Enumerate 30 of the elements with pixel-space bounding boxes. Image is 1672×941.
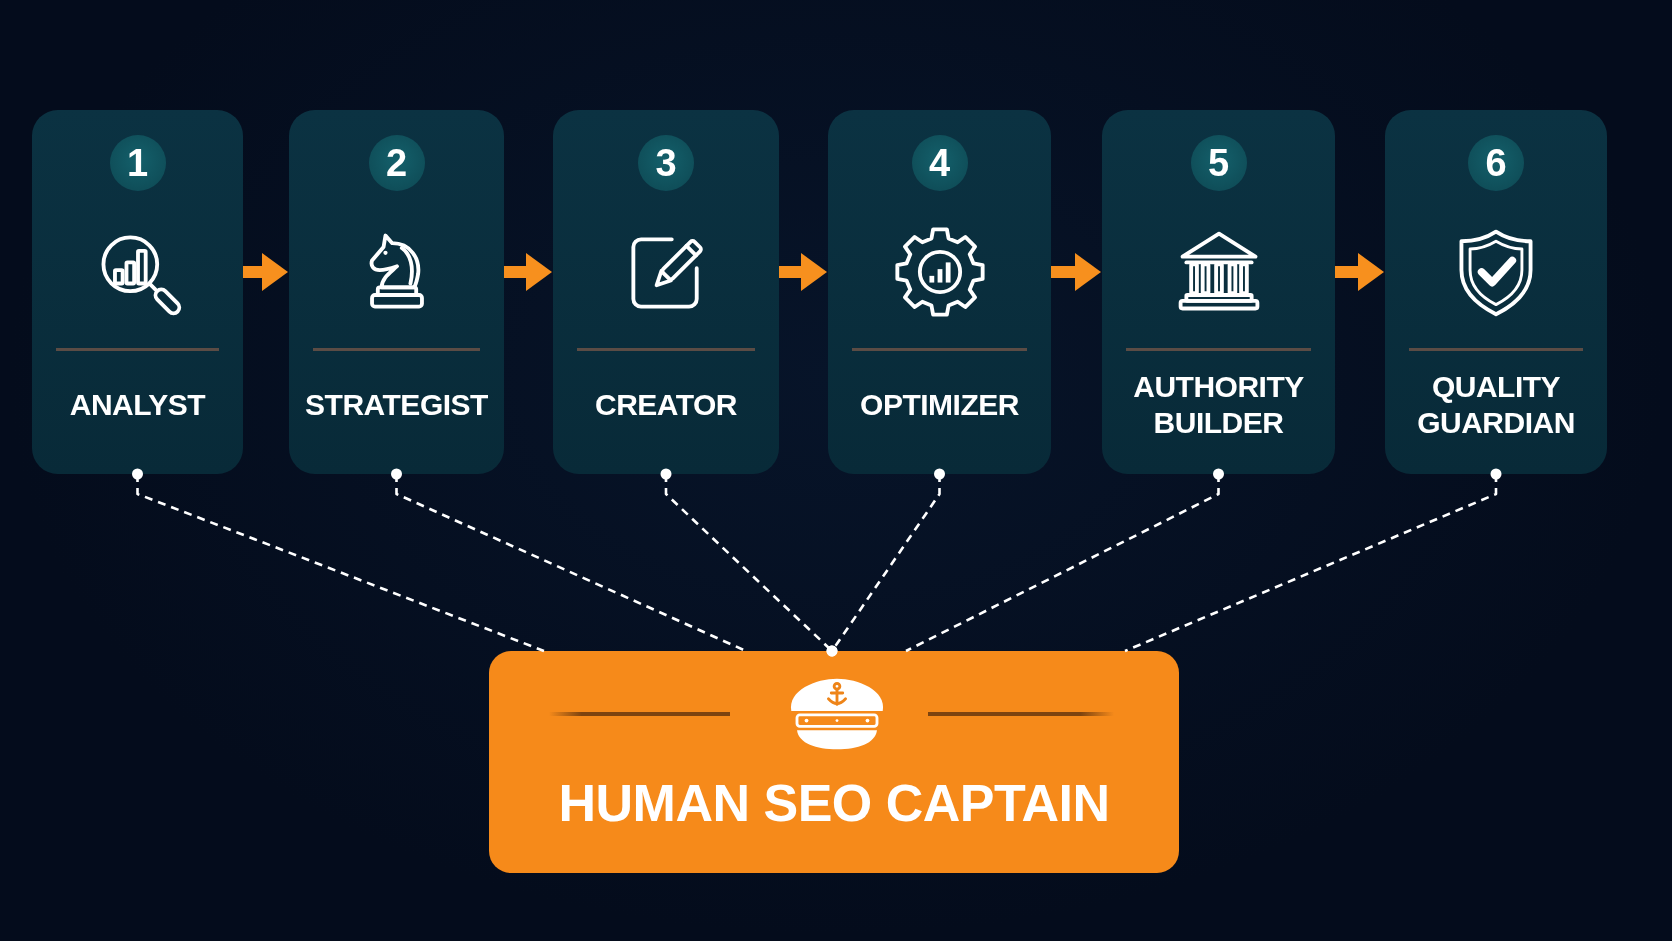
dashed-connector	[905, 468, 1224, 653]
dashed-connector	[1124, 468, 1502, 653]
step-number-badge: 4	[911, 135, 968, 191]
role-card	[1102, 110, 1335, 474]
arrow	[504, 253, 552, 291]
role-card	[1385, 110, 1607, 474]
role-title: OPTIMIZER	[860, 387, 1019, 423]
captain-box	[489, 651, 1179, 873]
role-title: AUTHORITY BUILDER	[1132, 369, 1305, 441]
step-number-badge: 1	[109, 135, 166, 191]
arrow	[243, 253, 288, 291]
step-number-badge: 2	[368, 135, 425, 191]
dashed-connector	[132, 468, 545, 653]
step-number-badge: 3	[638, 135, 694, 191]
role-title: ANALYST	[69, 387, 206, 423]
dashed-connector	[391, 468, 747, 653]
captain-title: HUMAN SEO CAPTAIN	[558, 773, 1110, 834]
role-card	[32, 110, 243, 474]
step-number-badge: 6	[1468, 135, 1524, 191]
arrow	[1335, 253, 1384, 291]
role-card	[553, 110, 779, 474]
role-card	[289, 110, 504, 474]
role-card	[828, 110, 1051, 474]
dashed-connector	[826, 468, 945, 657]
role-title: QUALITY GUARDIAN	[1416, 369, 1576, 441]
arrow	[1051, 253, 1101, 291]
role-title: STRATEGIST	[305, 387, 488, 423]
arrow	[779, 253, 827, 291]
step-number-badge: 5	[1190, 135, 1247, 191]
role-title: CREATOR	[594, 387, 738, 423]
